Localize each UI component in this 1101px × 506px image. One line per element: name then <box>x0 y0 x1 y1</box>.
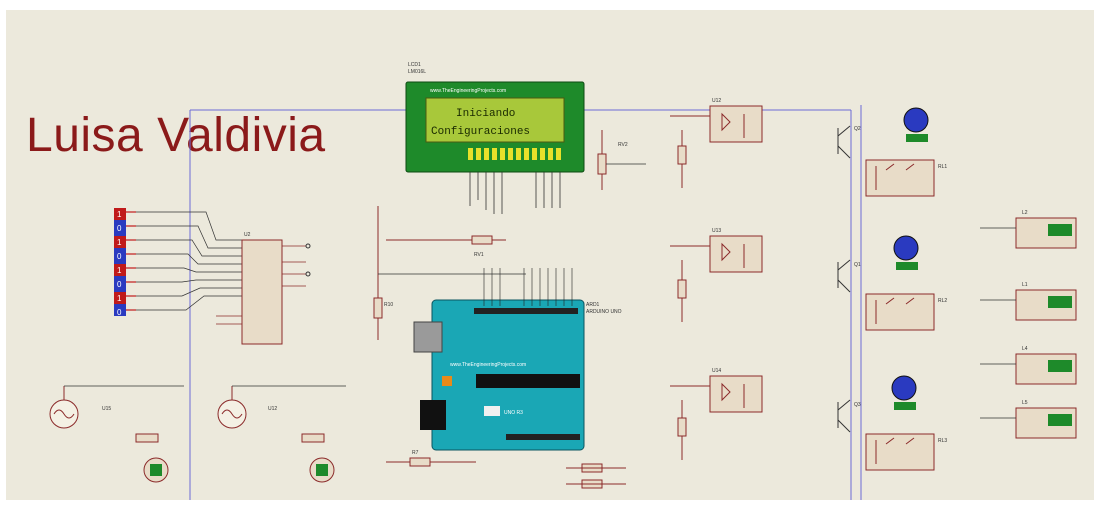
svg-text:1: 1 <box>117 210 122 219</box>
resistor-bank-bottom[interactable] <box>566 463 626 489</box>
load-display-l1[interactable]: L1 <box>980 282 1077 321</box>
svg-text:1: 1 <box>117 294 122 303</box>
svg-text:0: 0 <box>117 280 122 289</box>
ic-u2[interactable]: U2 <box>216 232 311 345</box>
svg-text:0: 0 <box>117 224 122 233</box>
q3-label: Q3 <box>854 402 861 408</box>
l1-label: L1 <box>1022 282 1028 288</box>
u13-label: U13 <box>712 228 721 234</box>
arduino-model: UNO R3 <box>504 410 523 416</box>
arduino-part: ARDUINO UNO <box>586 309 622 315</box>
optocoupler-u13[interactable]: U13 <box>670 228 763 322</box>
rv2-label: RV2 <box>618 142 628 148</box>
optocoupler-u14[interactable]: U14 <box>670 368 763 460</box>
relay-rl2[interactable]: RL2 <box>865 293 947 331</box>
u15-label-left: U15 <box>102 406 111 412</box>
lcd-label: LCD1 <box>408 62 421 68</box>
r10-label: R10 <box>384 302 393 308</box>
logic-state-probes[interactable]: 1 0 1 0 1 0 1 0 <box>114 208 242 317</box>
r7-label: R7 <box>412 450 419 456</box>
rv1-label: RV1 <box>474 252 484 258</box>
arduino-board[interactable]: ARD1 ARDUINO UNO www.TheEngineeringProje… <box>413 268 622 451</box>
relay-rl3[interactable]: RL3 <box>865 433 947 471</box>
motor-1 <box>903 107 929 142</box>
l2-label: L2 <box>1022 210 1028 216</box>
potentiometer-rv1[interactable]: RV1 <box>386 235 506 258</box>
arduino-website: www.TheEngineeringProjects.com <box>450 362 526 368</box>
ac-source-1[interactable]: U15 <box>49 385 184 483</box>
svg-text:1: 1 <box>117 266 122 275</box>
resistor-r10[interactable]: R10 <box>373 206 393 340</box>
arduino-label: ARD1 <box>586 302 600 308</box>
svg-text:0: 0 <box>117 308 122 317</box>
q1-label: Q1 <box>854 262 861 268</box>
lcd-part: LM016L <box>408 69 426 75</box>
lcd-website: www.TheEngineeringProjects.com <box>430 88 506 94</box>
transistor-q1[interactable]: Q1 <box>837 259 861 293</box>
rl1-label: RL1 <box>938 164 947 170</box>
transistor-q2[interactable]: Q2 <box>837 125 861 159</box>
author-title: Luisa Valdivia <box>26 109 326 162</box>
relay-rl1[interactable]: RL1 <box>865 159 947 197</box>
rl3-label: RL3 <box>938 438 947 444</box>
lcd-line2: Configuraciones <box>431 126 530 138</box>
svg-text:1: 1 <box>117 238 122 247</box>
u12-label-left: U12 <box>268 406 277 412</box>
u2-label: U2 <box>244 232 251 238</box>
transistor-q3[interactable]: Q3 <box>837 399 861 433</box>
q2-label: Q2 <box>854 126 861 132</box>
load-display-l2[interactable]: L2 <box>980 210 1077 249</box>
motor-3 <box>891 375 917 410</box>
l4-label: L4 <box>1022 346 1028 352</box>
lcd-module[interactable]: LCD1 LM016L www.TheEngineeringProjects.c… <box>405 62 585 214</box>
svg-text:0: 0 <box>117 252 122 261</box>
potentiometer-rv2[interactable]: RV2 <box>597 130 646 190</box>
motor-2 <box>893 235 919 270</box>
lcd-line1: Iniciando <box>456 108 515 120</box>
schematic-drawing: LCD1 LM016L www.TheEngineeringProjects.c… <box>49 62 1077 500</box>
rl2-label: RL2 <box>938 298 947 304</box>
load-display-l4[interactable]: L4 <box>980 346 1077 385</box>
u14-label: U14 <box>712 368 721 374</box>
resistor-r7[interactable]: R7 <box>386 450 476 467</box>
load-display-l5[interactable]: L5 <box>980 400 1077 439</box>
schematic-canvas[interactable]: Luisa Valdivia LCD1 LM016L www.TheEngine… <box>6 10 1094 500</box>
ac-source-2[interactable]: U12 <box>217 385 346 483</box>
l5-label: L5 <box>1022 400 1028 406</box>
u12-label: U12 <box>712 98 721 104</box>
optocoupler-u12[interactable]: U12 <box>670 98 763 188</box>
